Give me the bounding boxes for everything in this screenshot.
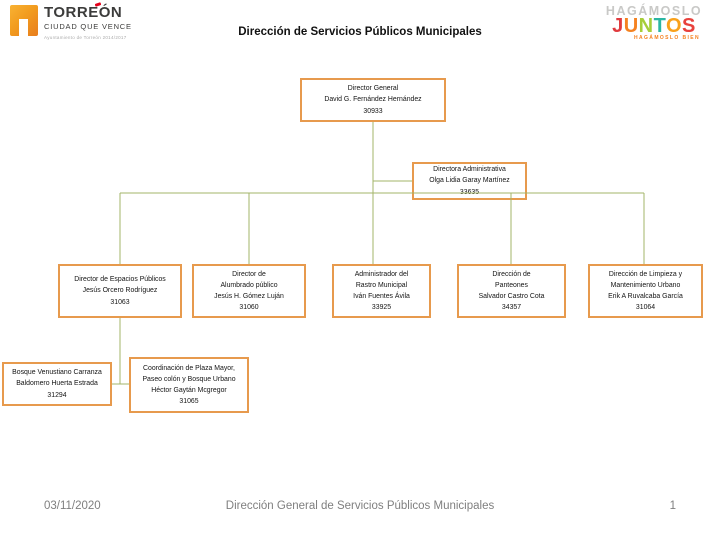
orgchart-node-espacios-publicos: Director de Espacios Públicos Jesús Orce… [58, 264, 182, 318]
node-extension: 33925 [371, 304, 392, 312]
hagamoslo-bien-text: HAGÁMOSLO BIEN [634, 35, 700, 41]
node-person: Baldomero Huerta Estrada [16, 380, 98, 388]
node-person: Jesús Orcero Rodríguez [82, 287, 158, 295]
footer-date: 03/11/2020 [44, 500, 101, 512]
node-extension: 30933 [363, 107, 383, 115]
torreon-logo-icon [10, 5, 38, 36]
node-title: Dirección de Limpieza y Mantenimiento Ur… [608, 270, 683, 289]
node-extension: 31294 [47, 391, 67, 399]
node-title: Director General [347, 85, 399, 93]
footer-page-number: 1 [669, 500, 676, 512]
node-extension: 31060 [239, 304, 259, 312]
orgchart-node-plaza-mayor: Coordinación de Plaza Mayor, Paseo colón… [129, 357, 249, 413]
node-title: Administrador del Rastro Municipal [354, 270, 409, 289]
node-title: Director de Espacios Públicos [74, 276, 166, 284]
juntos-text: JUNTOS [612, 15, 696, 37]
torreon-tagline: CIUDAD QUE VENCE [44, 22, 132, 31]
node-extension: 31063 [110, 298, 130, 306]
node-title: Director de Alumbrado público [220, 270, 278, 289]
hagamoslo-text: HAGÁMOSLO [605, 4, 703, 18]
node-person: Héctor Gaytán Mcgregor [151, 387, 227, 394]
footer-title: Dirección General de Servicios Públicos … [225, 500, 495, 512]
node-extension: 33635 [459, 188, 480, 196]
orgchart-node-alumbrado-publico: Director de Alumbrado público Jesús H. G… [192, 264, 306, 318]
torreon-subtext: Ayuntamiento de Torreón 2014/2017 [44, 35, 127, 40]
orgchart-node-directora-administrativa: Directora Administrativa Olga Lidia Gara… [412, 162, 527, 200]
node-person: David G. Fernández Hernández [324, 96, 422, 104]
orgchart-node-rastro-municipal: Administrador del Rastro Municipal Iván … [332, 264, 431, 318]
node-person: Iván Fuentes Ávila [353, 293, 410, 300]
node-person: Erik A Ruvalcaba García [608, 293, 683, 300]
orgchart-node-bosque-venustiano-carranza: Bosque Venustiano Carranza Baldomero Hue… [2, 362, 112, 406]
orgchart-node-limpieza-mantenimiento: Dirección de Limpieza y Mantenimiento Ur… [588, 264, 703, 318]
node-title: Directora Administrativa [433, 166, 506, 174]
torreon-logo-name: TORREÓN [44, 4, 123, 21]
node-title: Coordinación de Plaza Mayor, Paseo colón… [142, 364, 236, 383]
node-person: Salvador Castro Cota [478, 293, 545, 300]
page-title: Dirección de Servicios Públicos Municipa… [238, 26, 482, 38]
node-extension: 31065 [179, 398, 199, 406]
node-person: Jesús H. Gómez Luján [214, 293, 284, 300]
node-extension: 34357 [501, 304, 522, 312]
torreon-logo: TORREÓN CIUDAD QUE VENCE Ayuntamiento de… [10, 2, 132, 40]
node-person: Olga Lidia Garay Martínez [429, 177, 510, 185]
node-title: Dirección de Panteones [492, 270, 531, 289]
orgchart-node-director-general: Director General David G. Fernández Hern… [300, 78, 446, 122]
hagamoslo-juntos-logo: HAGÁMOSLO JUNTOS HAGÁMOSLO BIEN [598, 4, 710, 42]
node-title: Bosque Venustiano Carranza [12, 369, 102, 377]
orgchart-node-panteones: Dirección de Panteones Salvador Castro C… [457, 264, 566, 318]
node-extension: 31064 [635, 304, 656, 312]
